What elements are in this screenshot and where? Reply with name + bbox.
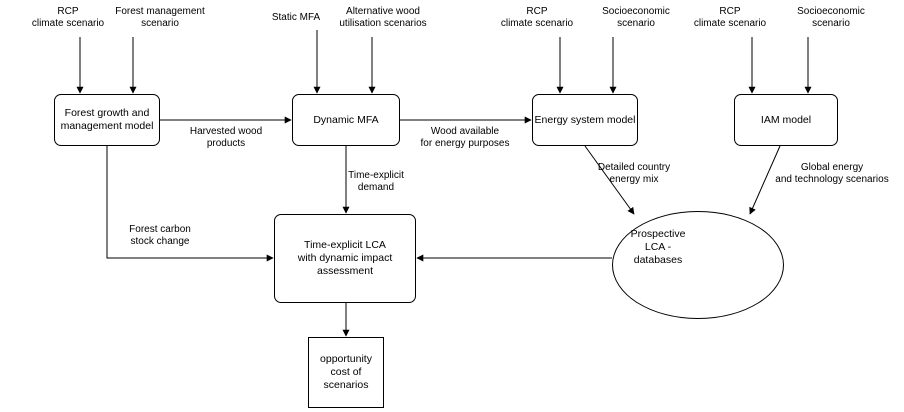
static-mfa-input: Static MFA [271,12,321,23]
country-energy-mix-label: Detailed country energy mix [597,162,671,185]
forest-growth-model-box: Forest growth and management model [54,94,160,146]
prospective-lca-database-label: Prospective LCA - databases [630,228,686,266]
global-energy-scenarios-label: Global energy and technology scenarios [775,162,889,185]
arrow-iam-to-db [749,145,781,215]
rcp-climate-scenario-1: RCP climate scenario [31,6,105,29]
dynamic-mfa-box: Dynamic MFA [292,94,400,146]
wood-available-label: Wood available for energy purposes [420,126,510,149]
opportunity-cost-box: opportunity cost of scenarios [308,337,384,408]
forest-management-scenario: Forest management scenario [115,6,205,29]
time-explicit-demand-label: Time-explicit demand [348,170,404,193]
rcp-climate-scenario-3: RCP climate scenario [693,6,767,29]
harvested-wood-products-label: Harvested wood products [189,126,263,149]
arrow-energy-to-db [584,145,635,215]
time-explicit-lca-box: Time-explicit LCA with dynamic impact as… [274,214,416,303]
rcp-climate-scenario-2: RCP climate scenario [500,6,574,29]
arrow-forest-to-lca [106,146,274,262]
iam-model-box: IAM model [734,94,838,146]
socioeconomic-scenario-2: Socioeconomic scenario [797,6,865,29]
prospective-lca-database-ellipse [612,211,784,319]
energy-system-model-box: Energy system model [532,94,638,146]
forest-carbon-stock-label: Forest carbon stock change [129,224,191,247]
alternative-wood-scenarios: Alternative wood utilisation scenarios [339,6,427,29]
socioeconomic-scenario-1: Socioeconomic scenario [602,6,670,29]
